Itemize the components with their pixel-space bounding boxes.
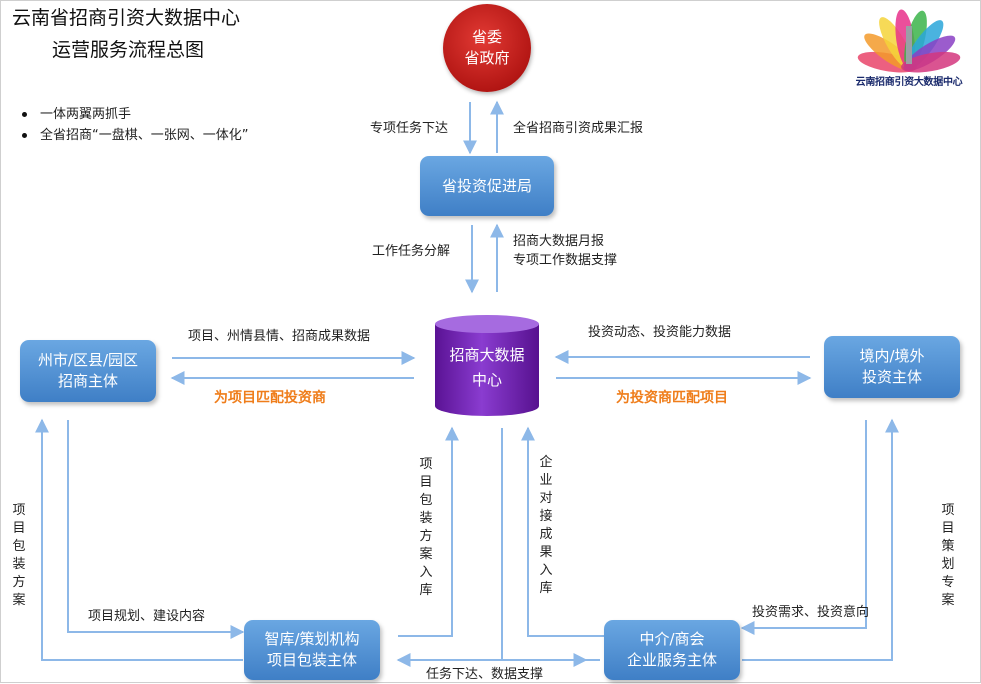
node-investors-line2: 投资主体	[861, 368, 922, 386]
node-center[interactable]: 招商大数据 中心	[434, 314, 540, 418]
label-special-task: 专项任务下达	[370, 121, 449, 136]
node-investors-line1: 境内/境外	[859, 347, 925, 365]
node-bureau-label: 省投资促进局	[441, 176, 532, 195]
label-summary: 全省招商引资成果汇报	[513, 121, 644, 136]
node-cities-line2: 招商主体	[57, 372, 118, 390]
node-thinktank-line1: 智库/策划机构	[264, 630, 360, 648]
node-center-line2: 中心	[471, 371, 502, 389]
node-investors[interactable]: 境内/境外 投资主体	[824, 336, 960, 398]
edge-thinktank-to-center	[398, 426, 459, 637]
node-agency-line2: 企业服务主体	[626, 651, 717, 669]
label-plan-content: 项目规划、建设内容	[88, 609, 206, 624]
node-thinktank[interactable]: 智库/策划机构 项目包装主体	[244, 620, 380, 680]
page-title: 云南省招商引资大数据中心	[12, 7, 241, 29]
label-package-left: 项目包装方案	[12, 503, 26, 608]
label-city-data: 项目、州情县情、招商成果数据	[188, 329, 371, 344]
node-gov-line1: 省委	[471, 28, 502, 46]
edge-investors-to-agency	[740, 420, 867, 635]
label-dock-result: 企业对接成果入库	[539, 455, 553, 596]
bullet-item: 一体两翼两抓手	[18, 104, 248, 125]
page-subtitle: 运营服务流程总图	[52, 39, 205, 61]
node-gov-line2: 省政府	[464, 49, 510, 67]
label-match-project: 为投资商匹配项目	[616, 390, 728, 406]
bullet-list: 一体两翼两抓手 全省招商“一盘棋、一张网、一体化”	[18, 104, 248, 146]
label-data-support: 专项工作数据支撑	[513, 253, 618, 268]
label-plan-right: 项目策划专案	[941, 503, 955, 608]
label-invest-need: 投资需求、投资意向	[752, 605, 870, 620]
database-cylinder-icon	[435, 315, 539, 416]
node-gov[interactable]: 省委 省政府	[443, 4, 531, 92]
edge-cities-to-thinktank	[67, 420, 245, 639]
peacock-logo-icon	[857, 9, 961, 73]
label-decompose: 工作任务分解	[372, 244, 451, 259]
node-agency[interactable]: 中介/商会 企业服务主体	[604, 620, 740, 680]
label-match-investor: 为项目匹配投资商	[214, 390, 326, 406]
edge-agency-to-center	[521, 426, 604, 637]
node-agency-line1: 中介/商会	[639, 630, 705, 648]
edge-agency-to-investors	[742, 418, 899, 661]
bullet-item: 全省招商“一盘棋、一张网、一体化”	[18, 125, 248, 146]
node-bureau[interactable]: 省投资促进局	[420, 156, 554, 216]
edge-thinktank-to-cities	[35, 418, 243, 661]
logo-text: 云南招商引资大数据中心	[855, 77, 963, 88]
node-thinktank-line2: 项目包装主体	[266, 651, 357, 669]
node-center-line1: 招商大数据	[449, 346, 525, 364]
label-invest-data: 投资动态、投资能力数据	[588, 325, 732, 340]
node-cities[interactable]: 州市/区县/园区 招商主体	[20, 340, 156, 402]
label-package-center: 项目包装方案入库	[419, 457, 433, 598]
label-task-support: 任务下达、数据支撑	[426, 667, 544, 682]
node-cities-line1: 州市/区县/园区	[37, 351, 139, 369]
label-monthly-report: 招商大数据月报	[513, 234, 605, 249]
